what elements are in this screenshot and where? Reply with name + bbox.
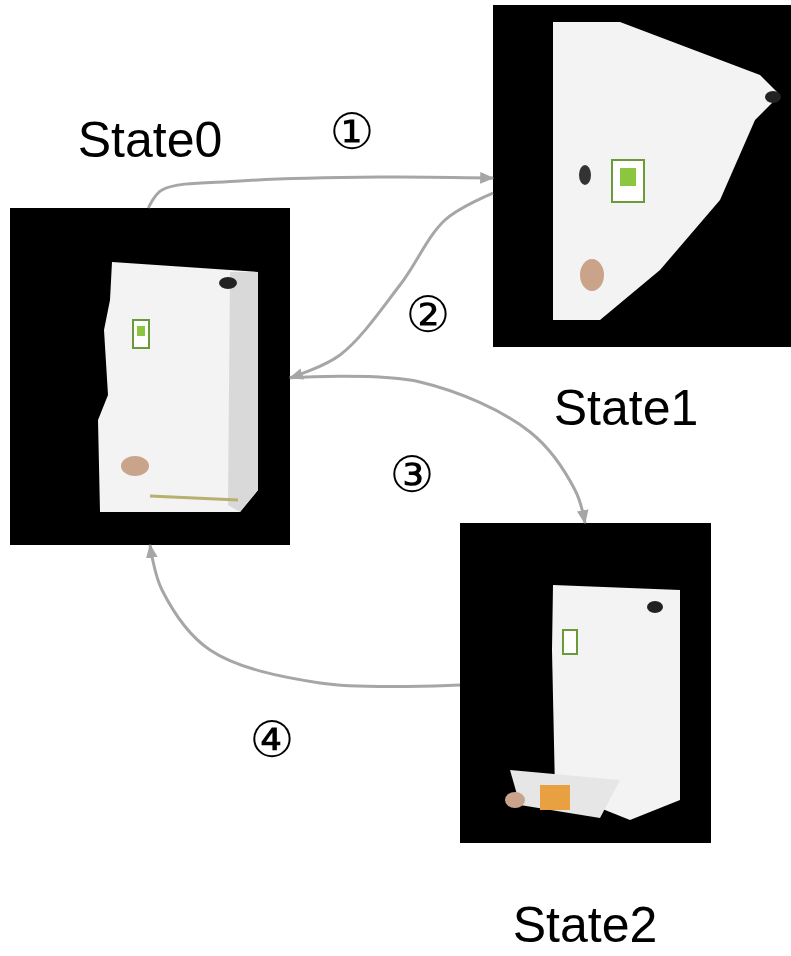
state2-photo [460,523,711,843]
fridge-side [228,272,258,512]
photo-background [10,208,290,545]
state0-photo [10,208,290,545]
fridge-body [98,262,258,512]
drawer-open [510,770,620,818]
state-node: State0 [10,208,290,545]
transition-arrow [148,177,493,208]
state-label: State1 [466,378,786,438]
fridge-handle [647,601,663,613]
transition-arrow [150,545,460,687]
step-number: ④ [232,710,312,770]
state-node: State1 [493,5,791,347]
sticker-logo [137,326,145,336]
hand [505,792,525,808]
fridge-seam [150,496,238,500]
state1-photo [493,5,791,347]
state-node: State2 [460,523,711,843]
state-label: State0 [0,110,310,170]
sticker [563,630,577,654]
fridge-door-open [553,22,780,320]
penguin-sticker [579,165,591,185]
step-number: ② [388,285,468,345]
step-number: ③ [372,445,452,505]
state-label: State2 [425,895,745,955]
fridge-handle [765,91,781,103]
transition-arrow [290,376,585,523]
photo-background [493,5,791,347]
food-package [540,785,570,810]
sticker-logo [620,168,636,186]
sticker [133,320,149,348]
photo-background [460,523,711,843]
sticker [612,160,644,202]
hand [580,259,604,291]
transition-arrow [290,193,493,378]
hand [121,456,149,476]
step-number: ① [312,102,392,162]
fridge-handle [219,277,237,289]
